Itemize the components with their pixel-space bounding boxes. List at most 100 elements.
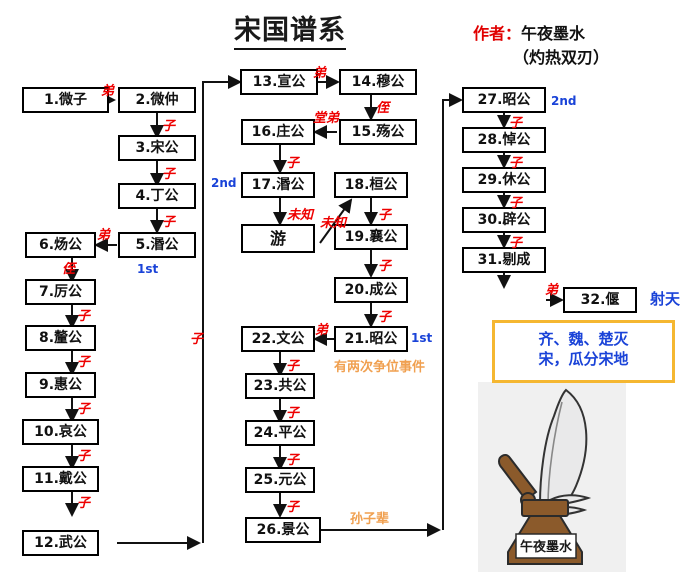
node-20[interactable]: 20.成公 (334, 277, 408, 303)
node-5[interactable]: 5.湣公 (118, 232, 196, 258)
relation-label-7-8: 子 (77, 309, 91, 324)
relation-label-17-you: 未知 (287, 208, 314, 223)
node-14[interactable]: 14.穆公 (339, 69, 417, 95)
node-19[interactable]: 19.襄公 (334, 224, 408, 250)
node-label: 6.炀公 (38, 237, 83, 253)
relation-label-22-23: 子 (286, 359, 300, 374)
node-9[interactable]: 9.惠公 (25, 372, 96, 398)
feather-shape (538, 388, 588, 514)
node-25[interactable]: 25.元公 (245, 467, 315, 493)
node-label: 31.剔成 (477, 252, 531, 268)
relation-label-30-31: 子 (509, 236, 523, 251)
node-32[interactable]: 32.偃 (563, 287, 637, 313)
logo-image: 午夜墨水 (478, 382, 626, 572)
feather-spine (547, 401, 563, 507)
node-label: 12.武公 (34, 535, 87, 551)
relation-label-you-18: 未知 (320, 216, 347, 231)
node-31[interactable]: 31.剔成 (462, 247, 546, 273)
relation-label-3-4: 子 (162, 167, 176, 182)
node-18[interactable]: 18.桓公 (334, 172, 408, 198)
node-7[interactable]: 7.厉公 (25, 279, 96, 305)
node-label: 5.湣公 (135, 237, 179, 253)
relation-label-16-17: 子 (286, 156, 300, 171)
node-10[interactable]: 10.哀公 (22, 419, 99, 445)
node-label: 23.共公 (253, 378, 307, 394)
node-26[interactable]: 26.景公 (245, 517, 321, 543)
relation-label-15-16: 堂弟 (313, 111, 340, 126)
relation-label-24-25: 子 (286, 453, 300, 468)
relation-label-1-2: 弟 (101, 84, 115, 99)
callout-conquest: 齐、魏、楚灭 宋，瓜分宋地 (492, 320, 675, 383)
page-title: 宋国谱系 (234, 8, 346, 50)
node-label: 25.元公 (253, 472, 307, 488)
node-21[interactable]: 21.昭公 (334, 326, 408, 352)
node-label: 3.宋公 (135, 140, 179, 156)
relation-label-4-5: 子 (162, 215, 176, 230)
node-24[interactable]: 24.平公 (245, 420, 315, 446)
node-6[interactable]: 6.炀公 (25, 232, 96, 258)
note-grandson-generation: 孙子辈 (350, 512, 390, 527)
relation-label-20-21: 子 (378, 310, 392, 325)
note-shoot-sky: 射天 (650, 290, 681, 308)
node-11[interactable]: 11.戴公 (22, 466, 99, 492)
author-label: 作者： (473, 24, 522, 43)
node-15[interactable]: 15.殇公 (339, 119, 417, 145)
node-17[interactable]: 17.湣公 (241, 172, 315, 198)
node-16[interactable]: 16.庄公 (241, 119, 315, 145)
node-22[interactable]: 22.文公 (241, 326, 315, 352)
quill-inkwell-illustration: 午夜墨水 (498, 388, 592, 565)
node-29[interactable]: 29.休公 (462, 167, 546, 193)
node-label: 17.湣公 (251, 177, 305, 193)
relation-label-6-7: 侄 (62, 262, 76, 277)
node-label: 20.成公 (344, 282, 398, 298)
inkwell-caption: 午夜墨水 (520, 539, 573, 555)
node-28[interactable]: 28.悼公 (462, 127, 546, 153)
node-label: 15.殇公 (351, 124, 405, 140)
relation-label-8-9: 子 (77, 355, 91, 370)
relation-label-25-26: 子 (286, 500, 300, 515)
author-line: 作者：午夜墨水 (473, 20, 585, 44)
node-label: 8.釐公 (38, 330, 83, 346)
note-succession-events: 有两次争位事件 (334, 360, 426, 375)
ordinal-label-second-min-gong: 2nd (211, 176, 237, 190)
relation-label-11-12: 子 (77, 496, 91, 511)
node-23[interactable]: 23.共公 (245, 373, 315, 399)
node-label: 19.襄公 (344, 229, 398, 245)
node-label: 16.庄公 (251, 124, 305, 140)
node-you[interactable]: 游 (241, 224, 315, 253)
node-label: 4.丁公 (135, 188, 179, 204)
inkwell-neck (521, 499, 569, 517)
node-label: 9.惠公 (38, 377, 83, 393)
relation-label-10-11: 子 (77, 449, 91, 464)
relation-label-5-6: 弟 (97, 228, 111, 243)
relation-label-14-15: 侄 (376, 101, 390, 116)
author-name: 午夜墨水 (521, 24, 586, 43)
node-label: 18.桓公 (344, 177, 398, 193)
node-label: 26.景公 (256, 522, 310, 538)
relation-label-2-3: 子 (162, 119, 176, 134)
node-4[interactable]: 4.丁公 (118, 183, 196, 209)
relation-label-branch-son: 子 (190, 332, 204, 347)
node-27[interactable]: 27.昭公 (462, 87, 546, 113)
relation-label-28-29: 子 (509, 156, 523, 171)
node-8[interactable]: 8.釐公 (25, 325, 96, 351)
node-13[interactable]: 13.宣公 (240, 69, 318, 95)
node-label: 14.穆公 (351, 74, 405, 90)
node-30[interactable]: 30.辟公 (462, 207, 546, 233)
callout-line-1: 齐、魏、楚灭 (538, 330, 629, 348)
node-3[interactable]: 3.宋公 (118, 135, 196, 161)
node-2[interactable]: 2.微仲 (118, 87, 196, 113)
node-label: 21.昭公 (344, 331, 398, 347)
node-label: 27.昭公 (477, 92, 531, 108)
node-label: 7.厉公 (38, 284, 83, 300)
node-label: 29.休公 (477, 172, 531, 188)
node-label: 22.文公 (251, 331, 305, 347)
relation-label-18-19: 子 (378, 208, 392, 223)
relation-label-13-14: 弟 (313, 66, 327, 81)
relation-label-31-32: 弟 (545, 283, 559, 298)
node-12[interactable]: 12.武公 (22, 530, 99, 556)
relation-label-19-20: 子 (378, 259, 392, 274)
ordinal-label-first-min-gong: 1st (137, 262, 159, 276)
node-1[interactable]: 1.微子 (22, 87, 109, 113)
